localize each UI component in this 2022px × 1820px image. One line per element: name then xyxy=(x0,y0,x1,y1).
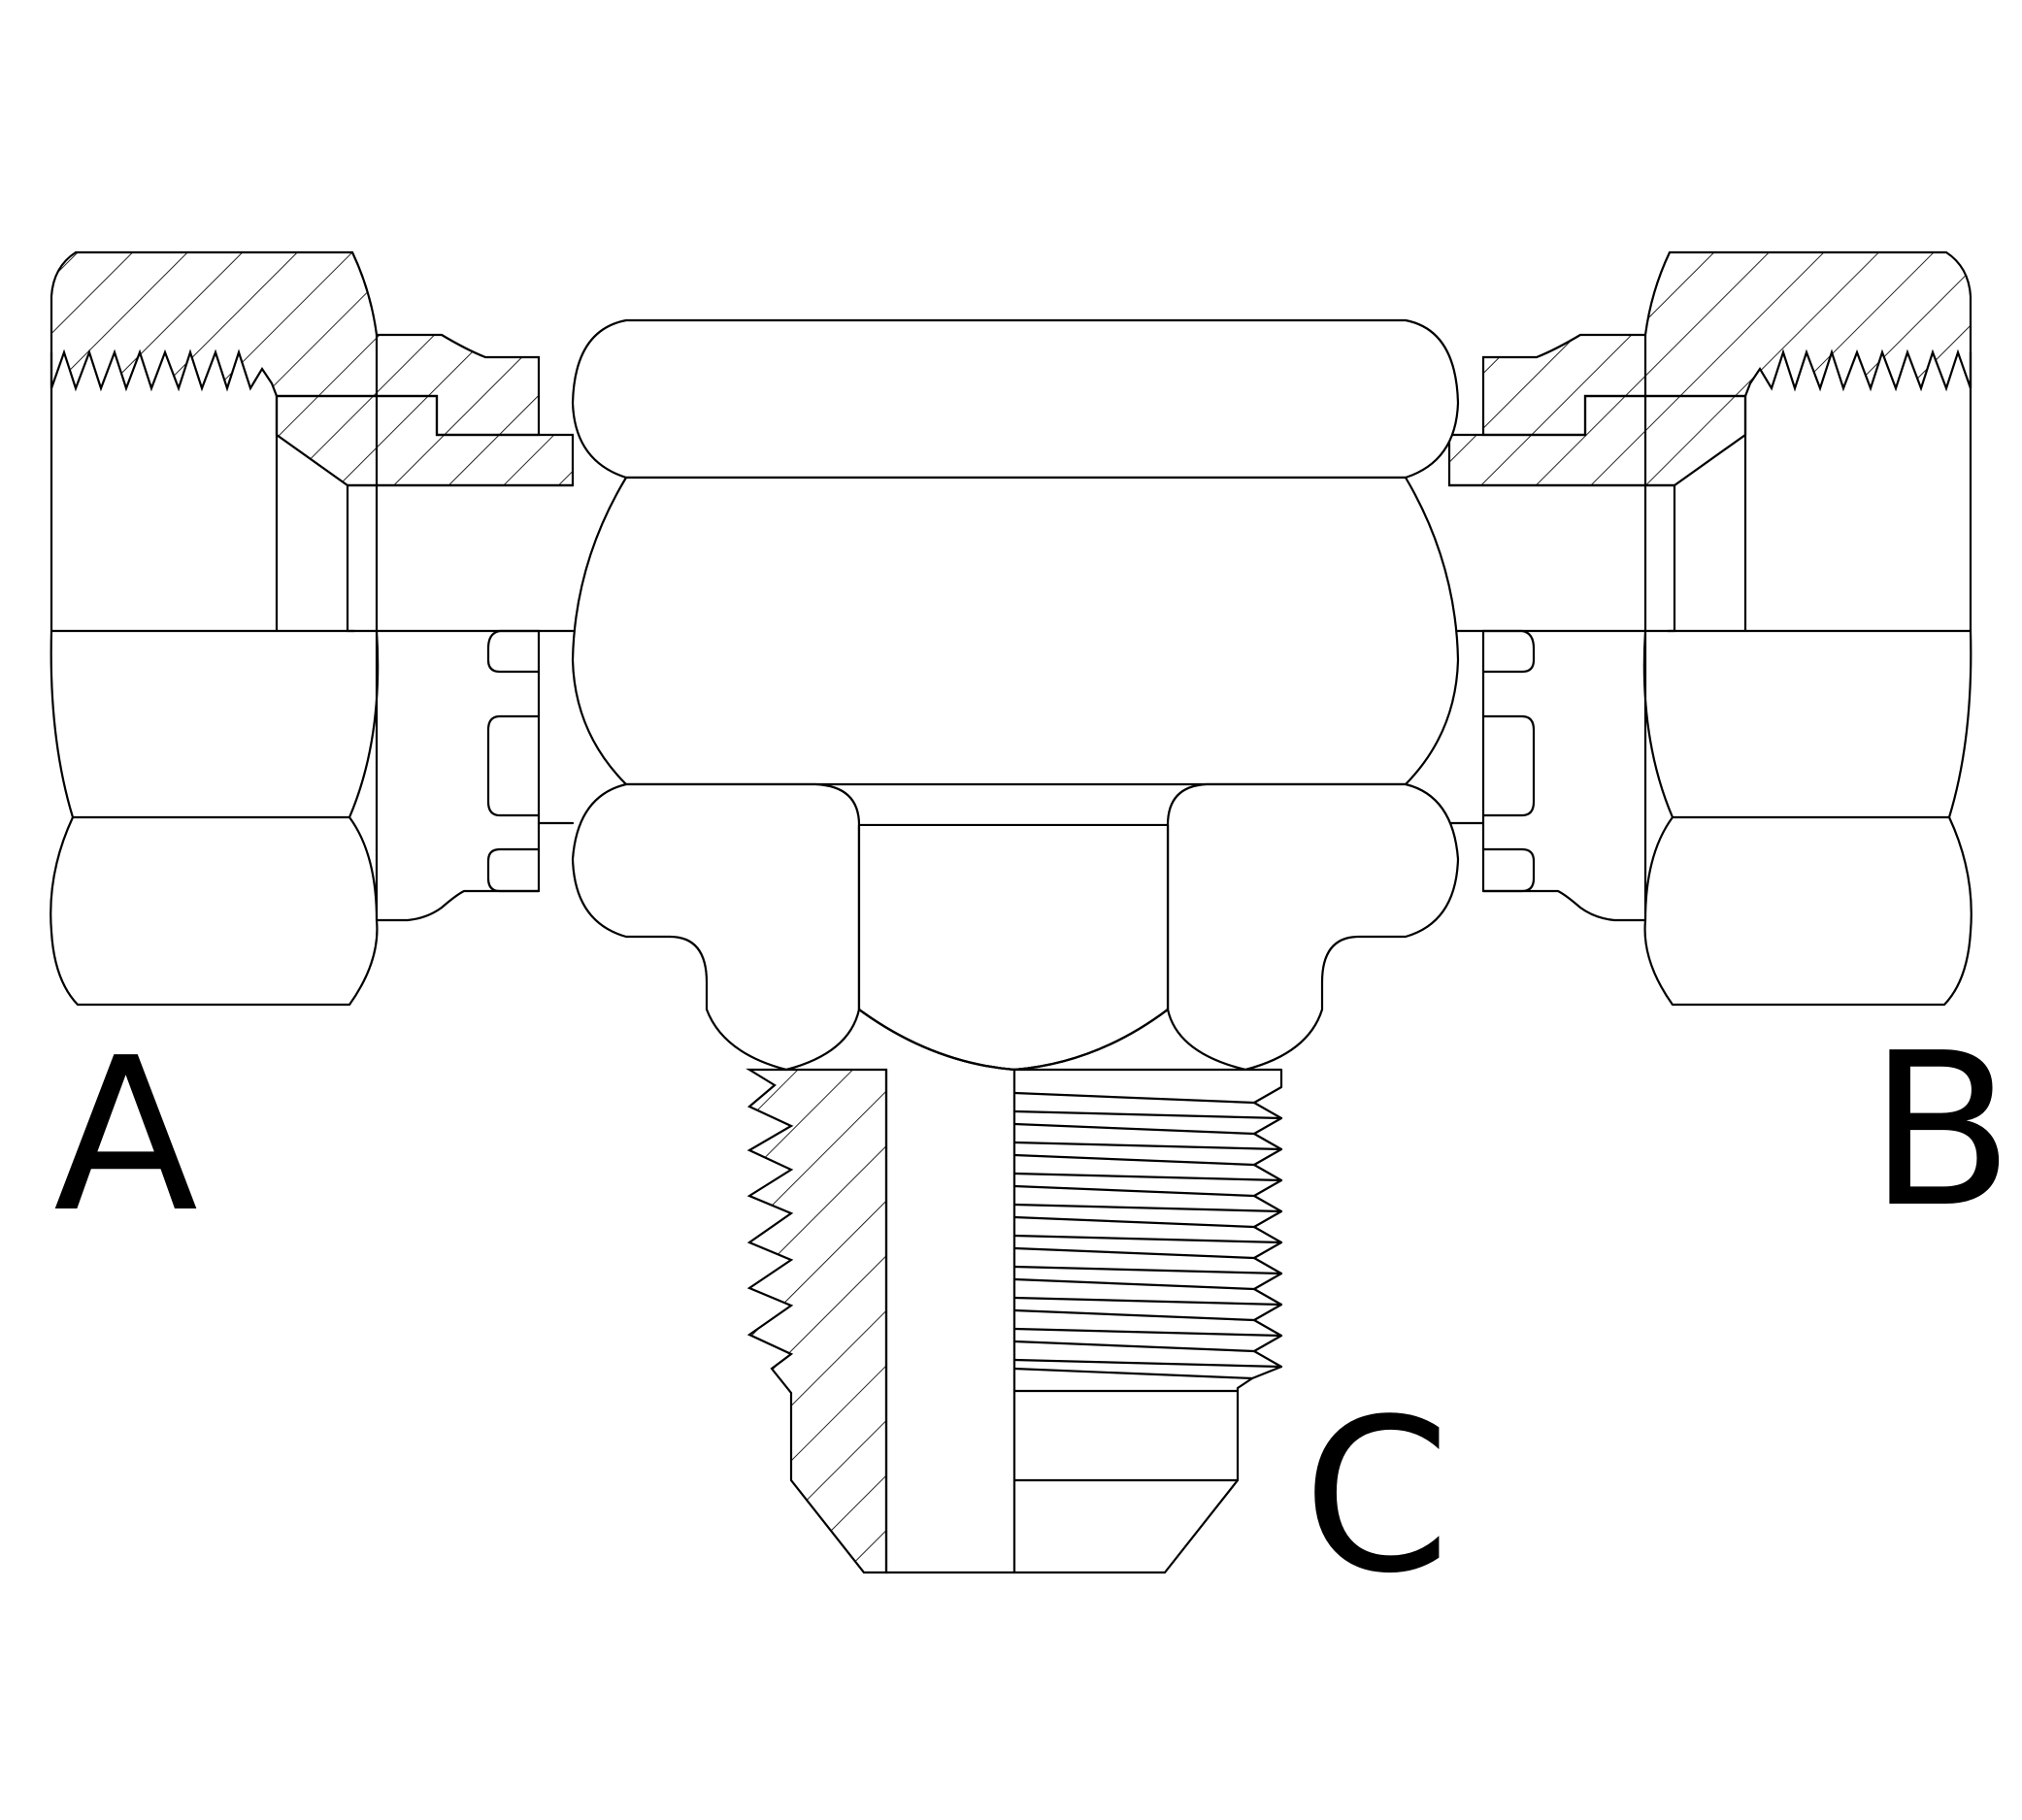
nut-b-grooves xyxy=(1447,629,1536,893)
swivel-nut-a xyxy=(50,250,575,1007)
stem-c-thread-lines xyxy=(1012,1091,1283,1482)
tube-a xyxy=(346,483,575,633)
tee-body xyxy=(571,318,1460,1072)
port-label-c: C xyxy=(1303,1374,1450,1620)
tube-b xyxy=(1447,483,1676,633)
stem-c-bore xyxy=(884,1068,1016,1574)
nut-a-sleeve-bore xyxy=(275,394,349,633)
port-label-b: B xyxy=(1869,1009,2014,1254)
tee-body-lobe-right xyxy=(1166,782,1460,1072)
nut-b-sleeve-bore xyxy=(1673,394,1747,633)
nut-a-section xyxy=(50,250,541,437)
swivel-nut-b xyxy=(1447,250,1972,1007)
nut-a-neck xyxy=(375,629,541,922)
nut-b-neck xyxy=(1481,629,1647,922)
port-label-a: A xyxy=(53,1013,198,1259)
tee-body-top-flat xyxy=(571,318,1460,480)
nut-b-sleeve xyxy=(1447,394,1747,487)
pipe-stem-c xyxy=(746,1068,1283,1574)
nut-a-sleeve xyxy=(275,394,575,487)
tee-body-lobe-left xyxy=(571,782,861,1072)
nut-a-grooves xyxy=(486,629,575,893)
tee-body-main xyxy=(571,476,1460,786)
nut-b-outline xyxy=(1642,333,1972,1007)
stem-c-section xyxy=(746,1068,888,1574)
nut-a-outline xyxy=(50,333,380,1007)
nut-b-section xyxy=(1481,250,1972,437)
